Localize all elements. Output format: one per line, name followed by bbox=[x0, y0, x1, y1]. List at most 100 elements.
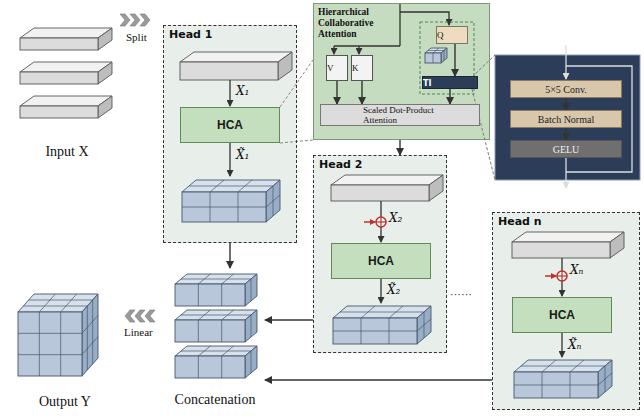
grid-line bbox=[221, 356, 222, 378]
connector bbox=[565, 128, 566, 140]
node-text: Scaled Dot-Product Attention bbox=[363, 105, 437, 125]
tensor-block bbox=[175, 310, 257, 342]
panel-ground bbox=[313, 3, 490, 140]
input-wire bbox=[358, 46, 359, 54]
residual-arrow bbox=[364, 221, 375, 223]
grid-line bbox=[605, 366, 606, 392]
grid-line bbox=[181, 315, 251, 316]
query-box: Q bbox=[436, 26, 468, 44]
connector bbox=[565, 98, 566, 110]
ti-panel bbox=[495, 55, 640, 180]
grid-line bbox=[18, 354, 82, 355]
hca-box: HCA bbox=[512, 297, 612, 333]
connector bbox=[454, 44, 455, 76]
grid-line bbox=[514, 385, 598, 386]
tensor-label: X̃ₙ bbox=[568, 338, 581, 352]
zoom-leader bbox=[472, 89, 495, 180]
top-face bbox=[512, 232, 624, 242]
input-wire bbox=[399, 3, 400, 46]
node-text: Concatenation bbox=[175, 392, 256, 408]
grid-line bbox=[23, 306, 87, 307]
tensor-label: Xₙ bbox=[570, 263, 583, 277]
side-face bbox=[98, 28, 112, 50]
front-face bbox=[331, 185, 429, 201]
flow-arrow bbox=[380, 201, 381, 242]
side-face bbox=[429, 175, 443, 201]
front-face bbox=[18, 312, 82, 376]
top-face bbox=[20, 62, 112, 72]
connector bbox=[229, 243, 230, 268]
residual-arrow bbox=[545, 275, 556, 277]
head-ground bbox=[163, 25, 297, 243]
flow-arrow bbox=[561, 258, 562, 296]
connector bbox=[399, 140, 400, 155]
vector-box: K bbox=[351, 55, 373, 81]
grid-line bbox=[251, 315, 252, 337]
grid-line bbox=[333, 331, 417, 332]
side-face bbox=[98, 62, 112, 84]
attention-box: Scaled Dot-Product Attention bbox=[320, 104, 480, 126]
flow-arrow bbox=[229, 80, 230, 106]
tensor-block bbox=[175, 274, 257, 306]
tensor-block bbox=[514, 360, 612, 398]
front-face bbox=[182, 192, 266, 222]
side-face bbox=[610, 232, 624, 258]
head-ground bbox=[313, 155, 447, 353]
grid-line bbox=[340, 312, 424, 313]
chevron bbox=[140, 14, 150, 26]
tensor-block bbox=[333, 306, 431, 344]
front-face bbox=[20, 72, 98, 84]
top-face bbox=[20, 96, 112, 106]
tensor-block bbox=[20, 28, 112, 50]
top-face bbox=[175, 274, 257, 284]
front-face bbox=[20, 38, 98, 50]
node-text: V bbox=[327, 63, 347, 73]
top-face bbox=[180, 52, 292, 62]
tensor-block bbox=[20, 62, 112, 84]
node-text: Head 2 bbox=[319, 158, 362, 171]
node-text: Head n bbox=[498, 215, 542, 228]
top-face bbox=[182, 180, 280, 192]
grid-line bbox=[29, 300, 93, 301]
add-symbol bbox=[557, 271, 567, 281]
add-symbol bbox=[376, 217, 386, 227]
input-wire bbox=[400, 12, 449, 25]
tensor-label: X₂ bbox=[389, 211, 402, 225]
front-face bbox=[175, 356, 245, 378]
input-wire bbox=[565, 45, 566, 79]
node-text: HCA bbox=[217, 118, 243, 132]
node-text: Output Y bbox=[39, 394, 91, 410]
grid-line bbox=[251, 351, 252, 373]
grid-line bbox=[39, 312, 40, 376]
top-face bbox=[514, 360, 612, 372]
grid-line bbox=[39, 294, 55, 312]
node-text: Q bbox=[437, 30, 467, 40]
chevron bbox=[135, 310, 145, 322]
connector bbox=[336, 81, 337, 104]
add-symbol bbox=[561, 271, 562, 281]
grid-line bbox=[428, 50, 444, 51]
grid-line bbox=[60, 312, 61, 376]
grid-line bbox=[424, 312, 425, 338]
front-face bbox=[20, 106, 98, 118]
input-wire bbox=[333, 46, 334, 54]
node-text: K bbox=[352, 63, 372, 73]
grid-line bbox=[182, 207, 266, 208]
connector bbox=[265, 319, 313, 320]
connector bbox=[361, 81, 362, 104]
annotation: ······ bbox=[450, 288, 472, 300]
front-face bbox=[180, 62, 278, 80]
figure-node: Output Y bbox=[10, 282, 120, 412]
grid-line bbox=[444, 51, 445, 61]
tensor-block bbox=[180, 52, 292, 80]
hca-box: HCA bbox=[331, 243, 431, 279]
layer-box: 5×5 Conv. bbox=[510, 80, 622, 98]
chevron bbox=[145, 310, 155, 322]
tensor-block bbox=[331, 175, 443, 201]
front-face bbox=[512, 242, 610, 258]
front-face bbox=[514, 372, 598, 398]
connector bbox=[449, 89, 450, 104]
head-ground bbox=[492, 212, 640, 410]
